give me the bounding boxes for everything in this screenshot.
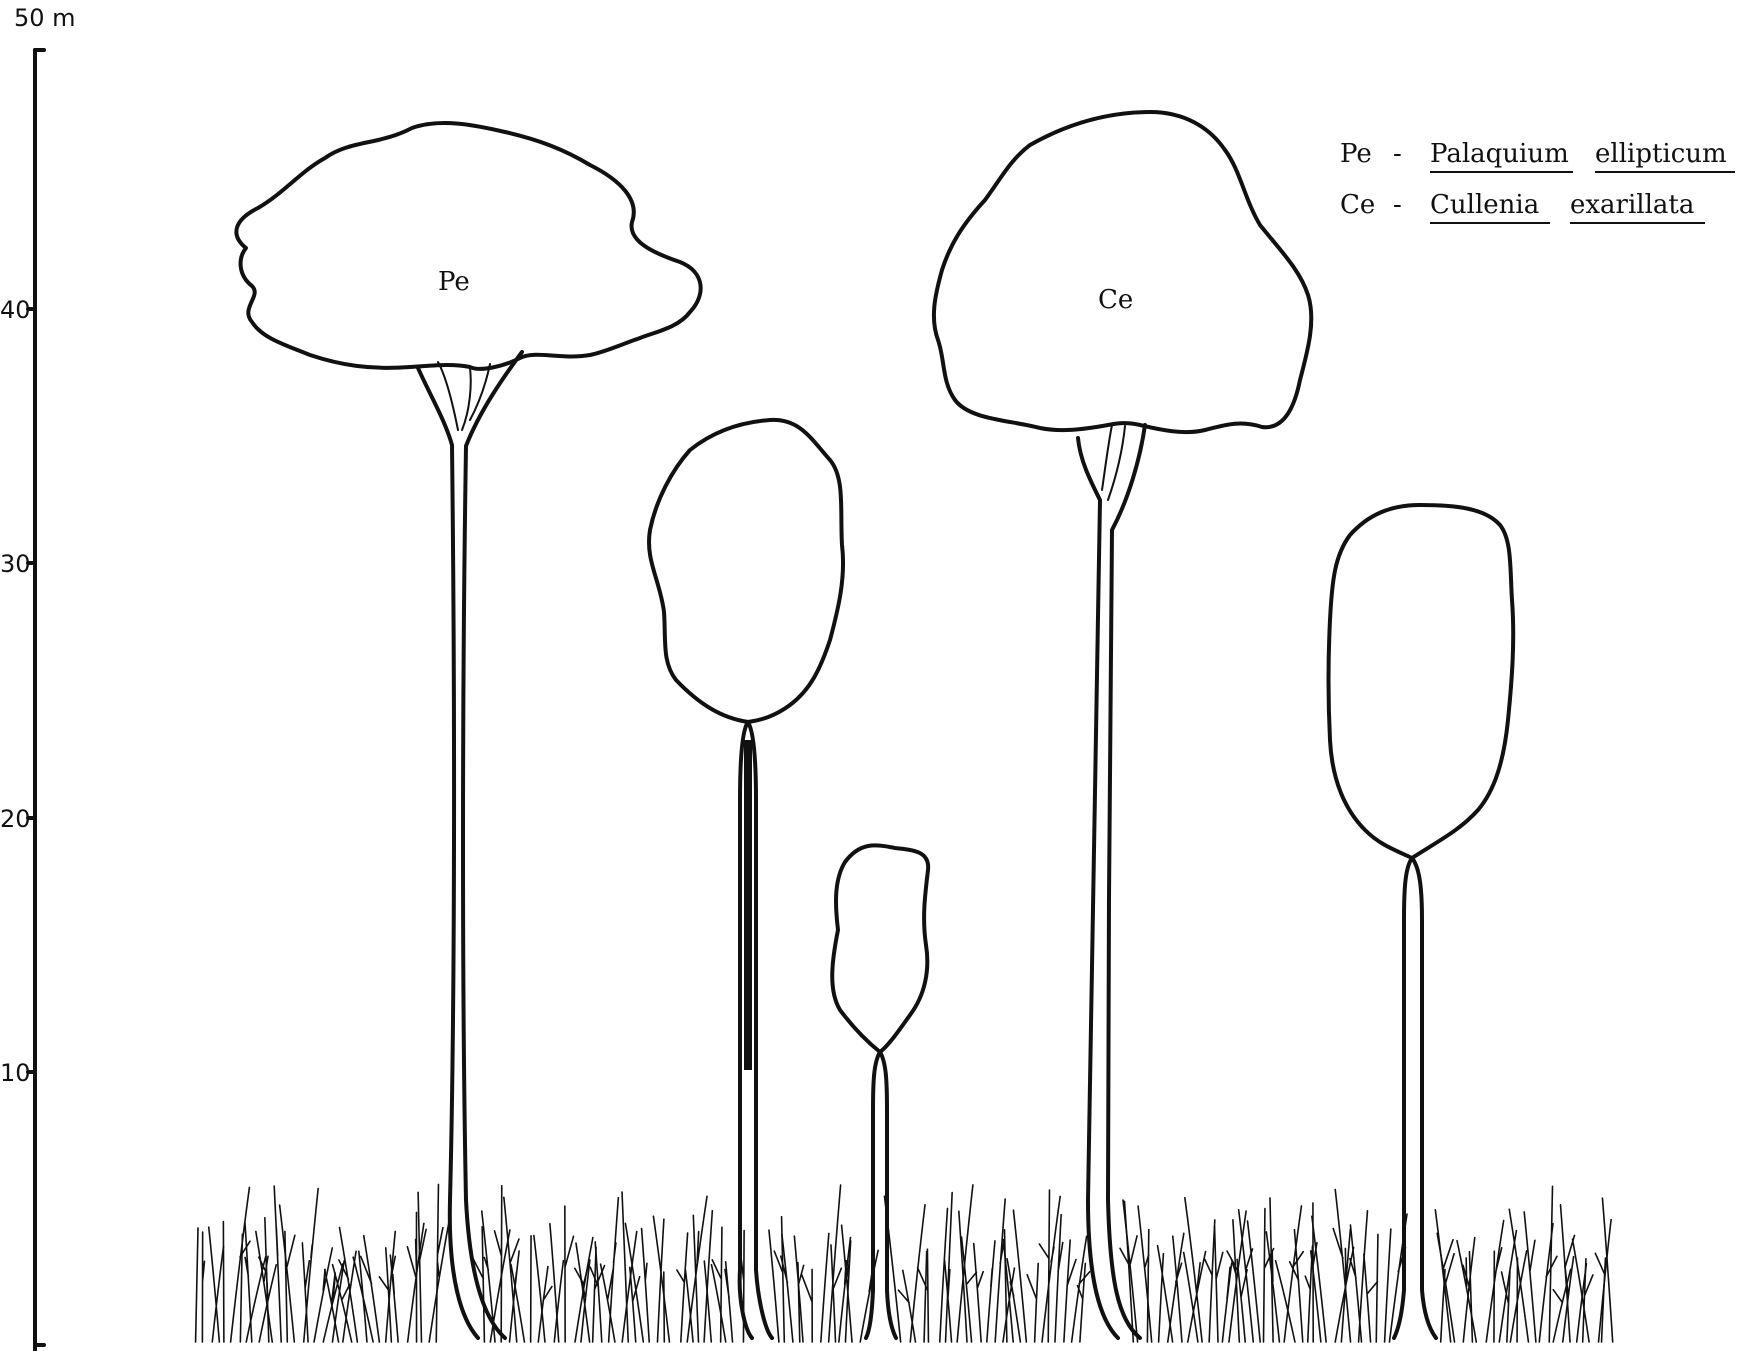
legend-species-ce: exarillata [1570, 190, 1694, 220]
shrub-stroke [390, 1255, 398, 1342]
shrub-stroke [918, 1249, 929, 1342]
shrub-stroke [416, 1212, 417, 1342]
legend-genus-ce: Cullenia [1430, 190, 1539, 220]
shrub-stroke [1457, 1241, 1476, 1342]
tree-ce-label: Ce [1098, 285, 1133, 315]
shrub-stroke [1147, 1230, 1148, 1342]
shrub-stroke [821, 1233, 829, 1342]
shrub-stroke [1539, 1224, 1557, 1342]
tree-ce-crown [934, 112, 1311, 432]
shrub-stroke [1239, 1210, 1254, 1342]
tree-pe-trunk-left [418, 368, 478, 1338]
shrub-stroke [565, 1206, 574, 1342]
shrub-stroke [590, 1242, 602, 1342]
legend-genus-pe: Palaquium [1430, 139, 1569, 169]
tree-understory-3 [1329, 505, 1514, 1338]
shrub-stroke [712, 1227, 722, 1342]
shrub-stroke [769, 1230, 779, 1342]
legend-dash-pe: - [1393, 139, 1402, 169]
tree-pe-trunk-right [463, 352, 522, 1338]
shrub-stroke [657, 1219, 663, 1342]
tree-u2-trunk [866, 1052, 896, 1338]
shrub-stroke [196, 1228, 198, 1342]
shrub-stroke [677, 1233, 688, 1342]
shrub-stroke [1013, 1210, 1026, 1342]
shrub-stroke [1376, 1234, 1378, 1342]
shrub-stroke [245, 1223, 252, 1342]
height-scale: 50 m 40 30 20 10 [0, 4, 76, 1350]
shrub-stroke [495, 1186, 502, 1342]
shrub-stroke [343, 1251, 356, 1342]
tree-u1-crown [649, 420, 843, 722]
tree-ce-branch-inner [1102, 425, 1125, 500]
shrub-stroke [304, 1189, 318, 1342]
shrub-stroke [1437, 1233, 1454, 1342]
tree-ce-trunk-right [1108, 425, 1145, 1338]
legend-code-pe: Pe [1340, 139, 1372, 169]
shrub-stroke [711, 1265, 725, 1342]
shrub-stroke [1215, 1226, 1223, 1342]
shrub-stroke [1055, 1215, 1063, 1342]
shrub-stroke [1560, 1205, 1574, 1342]
legend-dash-ce: - [1393, 190, 1402, 220]
shrub-stroke [1311, 1251, 1321, 1342]
shrub-stroke [202, 1232, 204, 1342]
shrub-stroke [223, 1222, 224, 1342]
shrub-stroke [1284, 1206, 1303, 1342]
shrub-stroke [664, 1272, 665, 1342]
shrub-stroke [987, 1241, 995, 1342]
tree-u2-crown [832, 845, 928, 1052]
shrub-stroke [1232, 1220, 1240, 1342]
shrub-stroke [601, 1264, 615, 1342]
shrub-stroke [924, 1252, 927, 1342]
tree-u1-trunk-shadow [744, 740, 752, 1070]
shrub-stroke [642, 1229, 650, 1342]
shrub-stroke [974, 1244, 983, 1342]
tree-palaquium-ellipticum: Pe [236, 123, 700, 1338]
shrub-stroke [725, 1262, 733, 1342]
tree-u3-crown [1329, 505, 1514, 858]
tree-pe-crown [236, 123, 700, 369]
shrub-stroke [1502, 1272, 1510, 1342]
shrub-stroke [693, 1215, 698, 1342]
shrub-stroke [1385, 1229, 1391, 1342]
shrub-stroke [995, 1199, 1005, 1342]
legend-item-ce: Ce - Cullenia exarillata [1340, 190, 1705, 223]
species-legend: Pe - Palaquium ellipticum Ce - Cullenia … [1340, 139, 1735, 223]
legend-code-ce: Ce [1340, 190, 1375, 220]
shrub-stroke [1563, 1257, 1574, 1342]
tree-pe-label: Pe [438, 267, 470, 297]
shrub-stroke [550, 1224, 559, 1342]
scale-unit-label: 50 m [14, 4, 76, 32]
shrub-stroke [802, 1269, 813, 1342]
legend-species-pe: ellipticum [1595, 139, 1727, 169]
shrub-stroke [538, 1267, 552, 1342]
tree-cullenia-exarillata: Ce [934, 112, 1311, 1338]
shrub-stroke [429, 1223, 449, 1342]
tick-label-30: 30 [0, 550, 31, 578]
shrub-stroke [653, 1216, 669, 1342]
tick-label-20: 20 [0, 805, 31, 833]
shrub-stroke [418, 1192, 426, 1342]
shrub-stroke [1248, 1221, 1261, 1342]
shrub-stroke [1138, 1206, 1152, 1342]
legend-item-pe: Pe - Palaquium ellipticum [1340, 139, 1735, 172]
shrub-stroke [1350, 1225, 1362, 1342]
shrub-stroke [1027, 1263, 1038, 1342]
shrub-stroke [1205, 1220, 1215, 1342]
tick-label-10: 10 [0, 1059, 31, 1087]
tree-pe-branch-inner [438, 362, 490, 430]
shrub-stroke [1042, 1196, 1060, 1342]
tree-understory-1 [649, 420, 843, 1338]
tick-label-40: 40 [0, 296, 31, 324]
shrub-stroke [1364, 1254, 1378, 1342]
shrub-stroke [898, 1270, 915, 1342]
